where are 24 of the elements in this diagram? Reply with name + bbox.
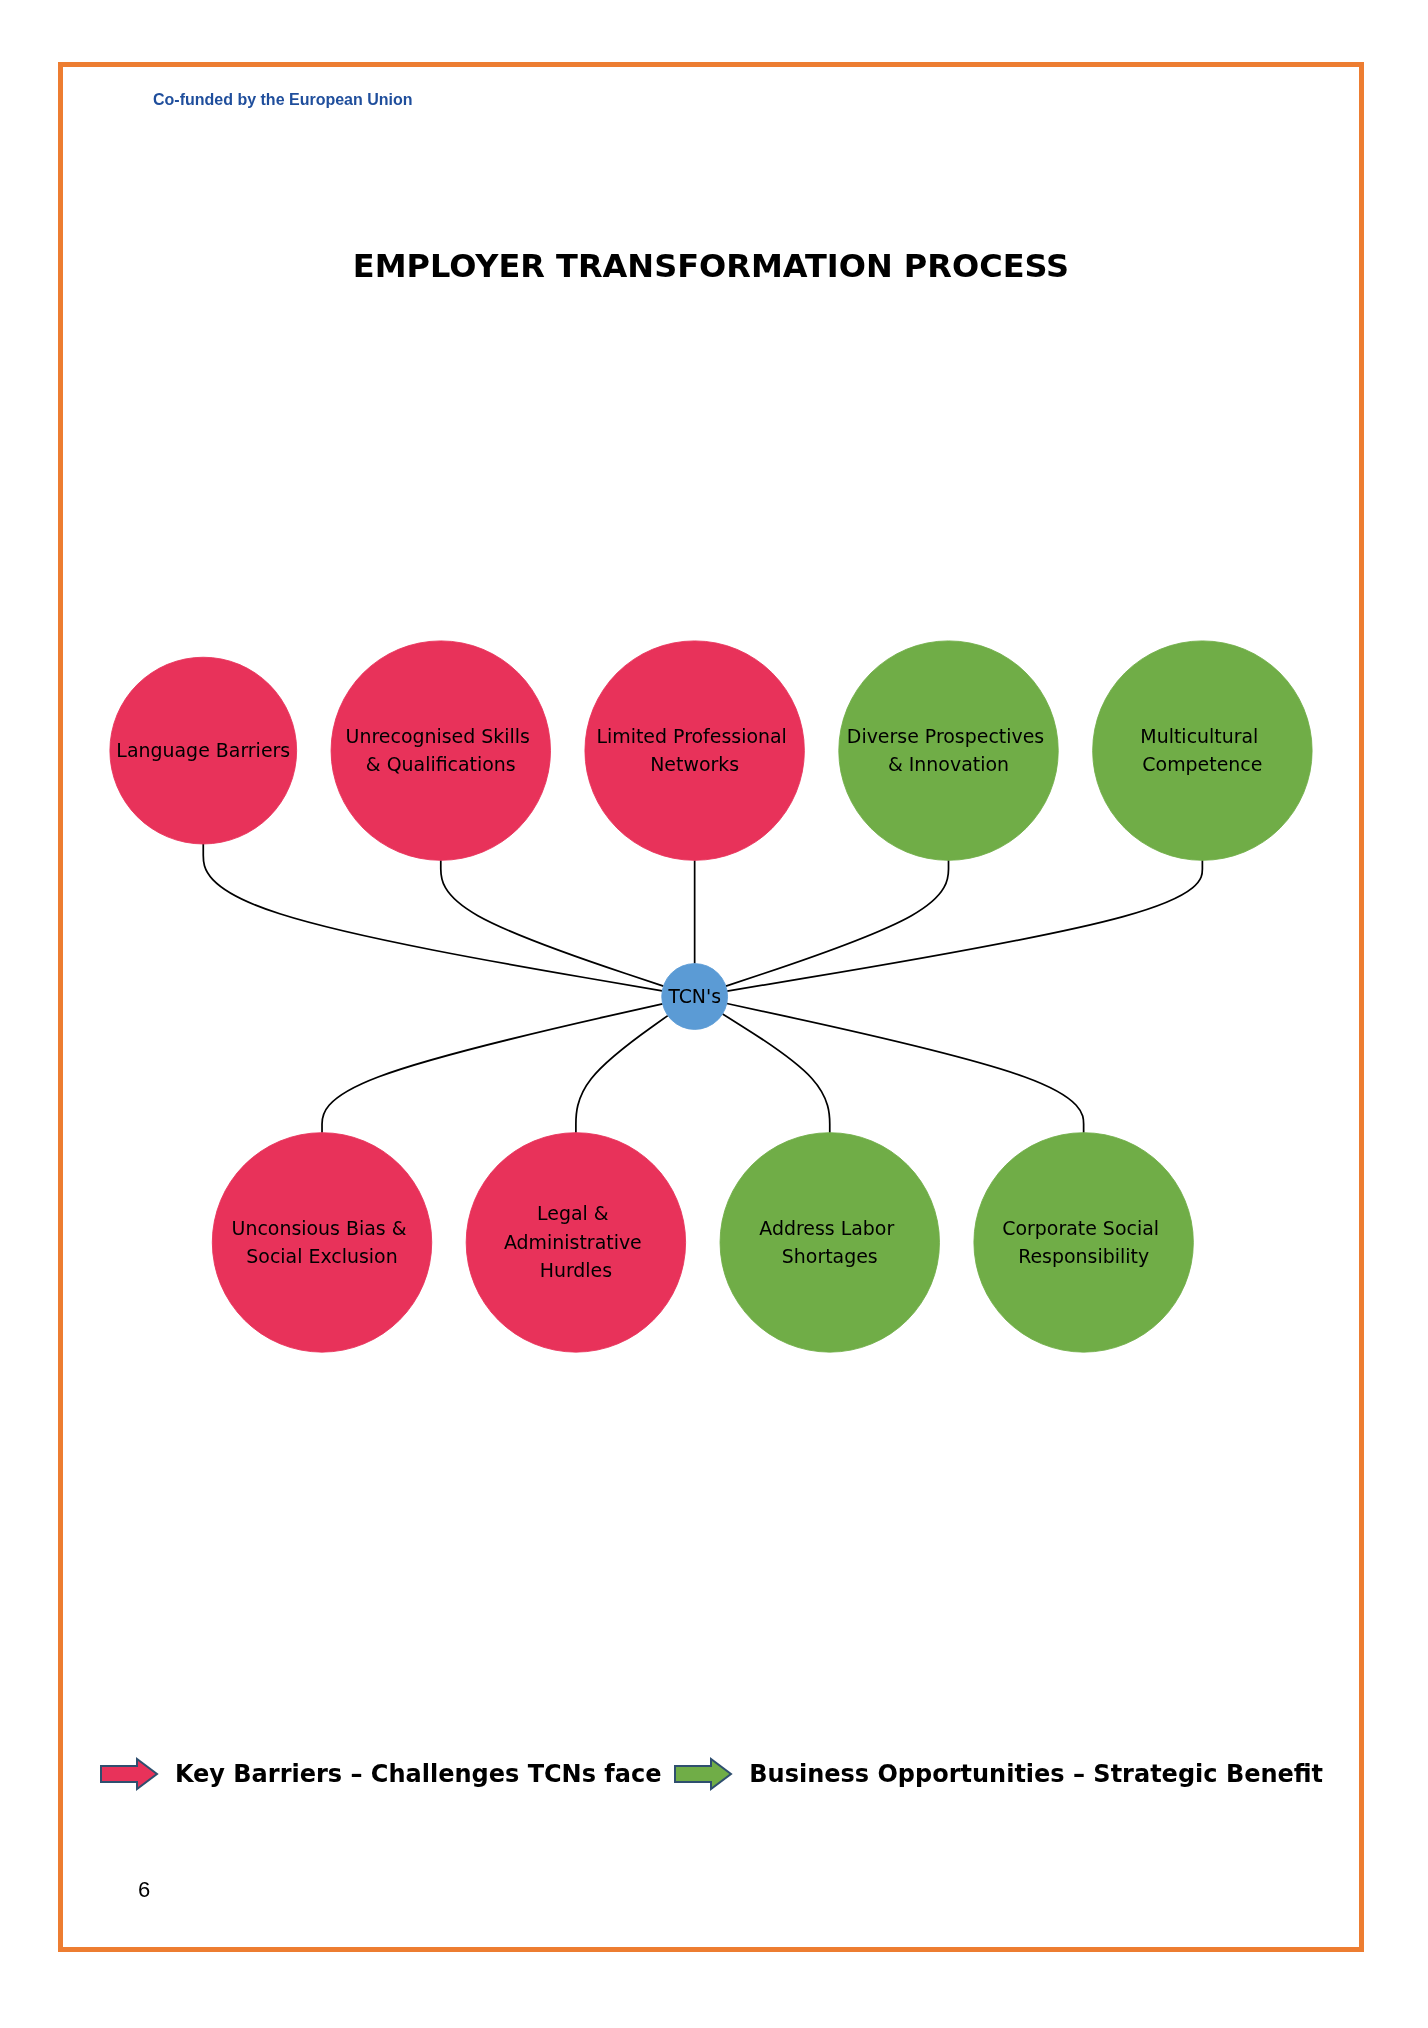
legend-text: Key Barriers – Challenges TCNs face xyxy=(174,1760,662,1788)
node-circle: TCN's xyxy=(661,963,728,1031)
node-circle: Multicultural Competence xyxy=(1092,640,1313,862)
node-circle: Unconsious Bias & Social Exclusion xyxy=(211,1132,433,1354)
connector xyxy=(726,859,1204,993)
node-circle: Language Barriers xyxy=(109,657,298,845)
node-circle: Corporate Social Responsibility xyxy=(973,1132,1194,1354)
legend-text: Business Opportunities – Strategic Benefit xyxy=(749,1760,1324,1788)
connector xyxy=(693,859,696,965)
page-number: 6 xyxy=(138,1877,151,1903)
funding-note: Co-funded by the European Union xyxy=(153,91,414,109)
connector xyxy=(721,1013,831,1135)
node-circle: Unrecognised Skills & Qualifications xyxy=(330,640,551,862)
connector xyxy=(321,1003,664,1135)
connector xyxy=(202,843,664,993)
connector xyxy=(439,859,665,988)
node-circle: Legal & Administrative Hurdles xyxy=(465,1132,687,1354)
diagram-title: EMPLOYER TRANSFORMATION PROCESS xyxy=(351,247,1071,285)
connector xyxy=(725,859,950,988)
node-circle: Diverse Prospectives & Innovation xyxy=(838,640,1059,862)
node-circle: Address Labor Shortages xyxy=(719,1132,940,1354)
node-circle: Limited Professional Networks xyxy=(584,640,805,862)
connector xyxy=(575,1015,669,1135)
connector xyxy=(725,1003,1085,1135)
